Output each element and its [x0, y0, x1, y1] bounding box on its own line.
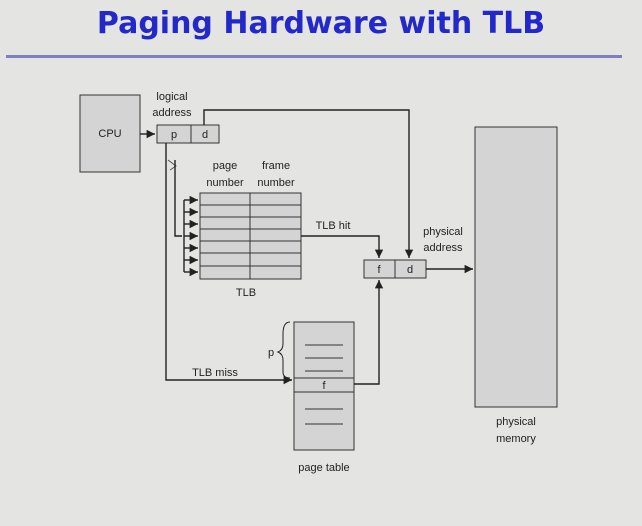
squiggle-mark	[167, 159, 177, 171]
brace-p-label: p	[268, 347, 274, 359]
physical-address-label-2: address	[423, 242, 463, 254]
page-table-label: page table	[298, 462, 349, 474]
logical-label-2: address	[152, 107, 192, 119]
tlb-grid	[200, 193, 301, 279]
tlb-miss-label: TLB miss	[192, 367, 238, 379]
p-brace	[276, 321, 291, 379]
d-wire	[203, 109, 414, 258]
tlb-miss-wire	[165, 143, 292, 385]
physical-f-label: f	[377, 264, 381, 276]
logical-d-label: d	[202, 129, 208, 141]
tlb-hit-label: TLB hit	[316, 220, 351, 232]
physical-address-label-1: physical	[423, 226, 463, 238]
physical-memory-label-1: physical	[496, 416, 536, 428]
page-table-f-label: f	[322, 380, 326, 392]
physical-memory-label-2: memory	[496, 433, 536, 445]
physical-d-label: d	[407, 264, 413, 276]
cpu-label: CPU	[98, 128, 121, 140]
page-table-box	[293, 321, 355, 451]
tlb-hit-wire	[301, 235, 384, 258]
tlb-compare-wire	[174, 160, 182, 237]
cpu-box	[79, 94, 141, 173]
logical-address-box	[156, 124, 220, 144]
frame-number-label-2: number	[257, 177, 295, 189]
title-divider	[6, 55, 622, 58]
frame-number-label-1: frame	[262, 160, 290, 172]
page-table-lines	[294, 344, 354, 425]
physical-memory-box	[474, 126, 558, 408]
slide-title: Paging Hardware with TLB	[96, 6, 546, 41]
tlb-compare-arrows	[184, 195, 198, 277]
logical-label-1: logical	[156, 91, 187, 103]
page-number-label-2: number	[206, 177, 244, 189]
page-table-f-wire	[354, 280, 384, 385]
logical-p-label: p	[171, 129, 177, 141]
tlb-label: TLB	[236, 287, 256, 299]
page-number-label-1: page	[213, 160, 237, 172]
